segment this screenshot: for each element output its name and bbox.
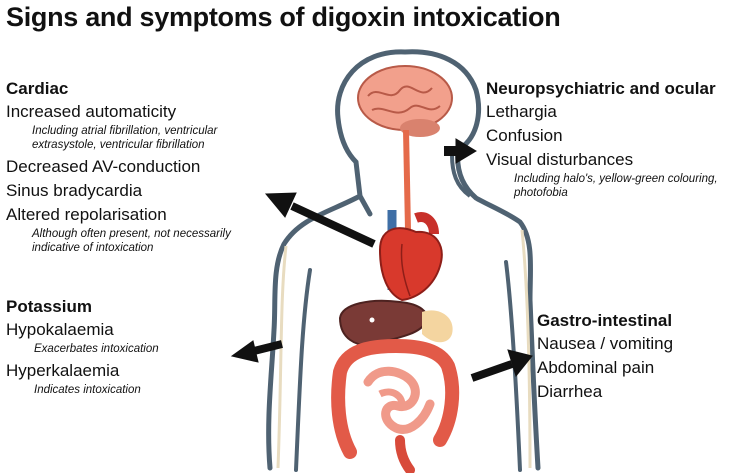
list-item: Increased automaticity xyxy=(6,102,177,121)
arrow-icon-potassium xyxy=(230,340,283,363)
list-item: Sinus bradycardia xyxy=(6,181,143,200)
neuro-heading: Neuropsychiatric and ocular xyxy=(486,79,716,98)
cardiac-heading: Cardiac xyxy=(6,79,69,98)
spinal-cord xyxy=(403,129,411,231)
page-title: Signs and symptoms of digoxin intoxicati… xyxy=(6,2,561,32)
arrow-icon-cardiac xyxy=(264,192,376,248)
neuro-section: Neuropsychiatric and ocular Lethargia Co… xyxy=(486,78,748,203)
list-item: Diarrhea xyxy=(537,382,603,401)
list-item: Altered repolarisation xyxy=(6,205,167,224)
gastro-heading: Gastro-intestinal xyxy=(537,311,673,330)
stomach-icon xyxy=(422,310,453,343)
list-item: Decreased AV-conduction xyxy=(6,157,201,176)
list-item: Abdominal pain xyxy=(537,358,655,377)
item-note: Exacerbates intoxication xyxy=(34,343,159,355)
potassium-section: Potassium Hypokalaemia Exacerbates intox… xyxy=(6,296,236,400)
intestines-icon xyxy=(331,338,460,473)
item-note: Although often present, not necessarily … xyxy=(32,228,231,254)
item-note: Including halo's, yellow-green colouring… xyxy=(514,173,718,199)
potassium-heading: Potassium xyxy=(6,297,92,316)
list-item: Visual disturbances xyxy=(486,150,634,169)
item-note: Indicates intoxication xyxy=(34,384,141,396)
brain-icon xyxy=(357,65,453,137)
arrow-icon-gastro xyxy=(470,349,533,382)
list-item: Hyperkalaemia xyxy=(6,361,120,380)
list-item: Hypokalaemia xyxy=(6,320,114,339)
heart-icon xyxy=(378,210,443,302)
item-note: Including atrial fibrillation, ventricul… xyxy=(32,125,218,151)
list-item: Confusion xyxy=(486,126,563,145)
list-item: Lethargia xyxy=(486,102,557,121)
cardiac-section: Cardiac Increased automaticity Including… xyxy=(6,78,306,258)
gastro-section: Gastro-intestinal Nausea / vomiting Abdo… xyxy=(537,310,747,404)
arrow-icon-neuro xyxy=(444,138,477,164)
liver-icon xyxy=(338,299,428,346)
list-item: Nausea / vomiting xyxy=(537,334,674,353)
